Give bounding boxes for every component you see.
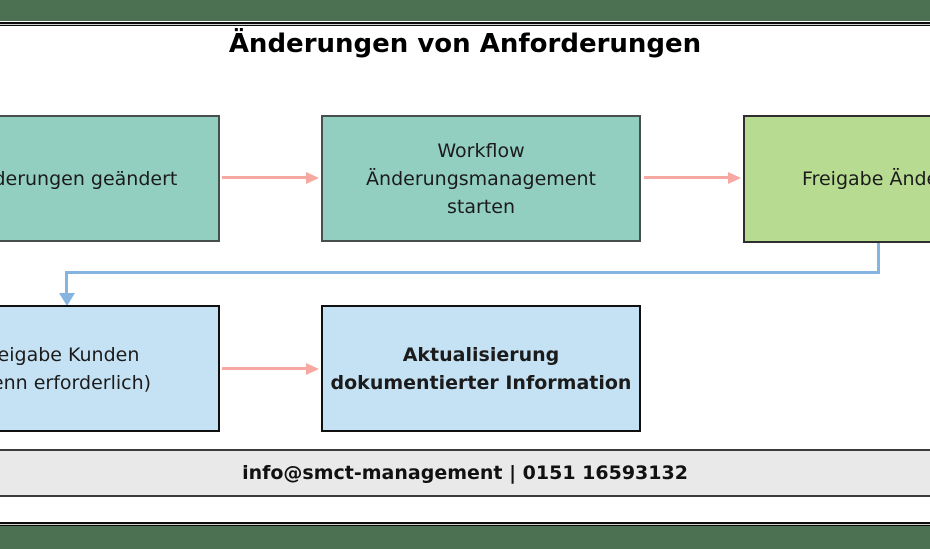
flow-box-label: Workflow Änderungsmanagement starten (366, 137, 596, 221)
footer-contact-text: info@smct-management | 0151 16593132 (242, 462, 688, 484)
flow-box-workflow-aenderungsmanagement: Workflow Änderungsmanagement starten (321, 115, 641, 242)
flow-arrow-right-icon (222, 367, 306, 370)
flow-box-label: Aktualisierung dokumentierter Informatio… (331, 341, 632, 397)
feedback-connector-segment (65, 271, 68, 294)
bottom-rule (0, 522, 930, 524)
flow-arrow-right-icon (222, 176, 306, 179)
label-line: Freigabe Änderungen (802, 168, 930, 190)
label-line: (wenn erforderlich) (0, 371, 152, 394)
flow-box-freigabe-kunden: Freigabe Kunden (wenn erforderlich) (0, 305, 220, 432)
page-title: Änderungen von Anforderungen (228, 29, 702, 59)
feedback-arrow-down-icon (59, 293, 75, 306)
label-line: dokumentierter Information (330, 371, 632, 394)
top-frame-bar (0, 0, 930, 21)
flow-box-aktualisierung-information: Aktualisierung dokumentierter Informatio… (321, 305, 641, 432)
top-rule (0, 22, 930, 24)
flow-box-anforderungen-geaendert: Anforderungen geändert (0, 115, 220, 242)
footer-contact-bar: info@smct-management | 0151 16593132 (0, 449, 930, 497)
label-line: Aktualisierung (402, 343, 560, 366)
label-line: Workflow (437, 139, 525, 162)
top-rule-thin (0, 25, 930, 26)
bottom-frame-bar (0, 526, 930, 549)
flow-box-freigabe-aenderungen: Freigabe Änderungen (743, 115, 930, 243)
label-line: Anforderungen geändert (0, 167, 178, 190)
flow-box-label: Freigabe Änderungen (802, 165, 930, 193)
flow-box-label: Anforderungen geändert (0, 165, 177, 193)
bottom-rule-thin (0, 525, 930, 526)
flow-box-label: Freigabe Kunden (wenn erforderlich) (0, 341, 151, 397)
label-line: Freigabe Kunden (0, 343, 140, 366)
feedback-connector-segment (877, 243, 880, 273)
feedback-connector-segment (65, 271, 880, 274)
flow-arrow-right-icon (644, 176, 728, 179)
top-rule-light (0, 24, 930, 25)
label-line: starten (447, 195, 515, 218)
bottom-rule-light (0, 524, 930, 525)
label-line: Änderungsmanagement (366, 167, 596, 190)
